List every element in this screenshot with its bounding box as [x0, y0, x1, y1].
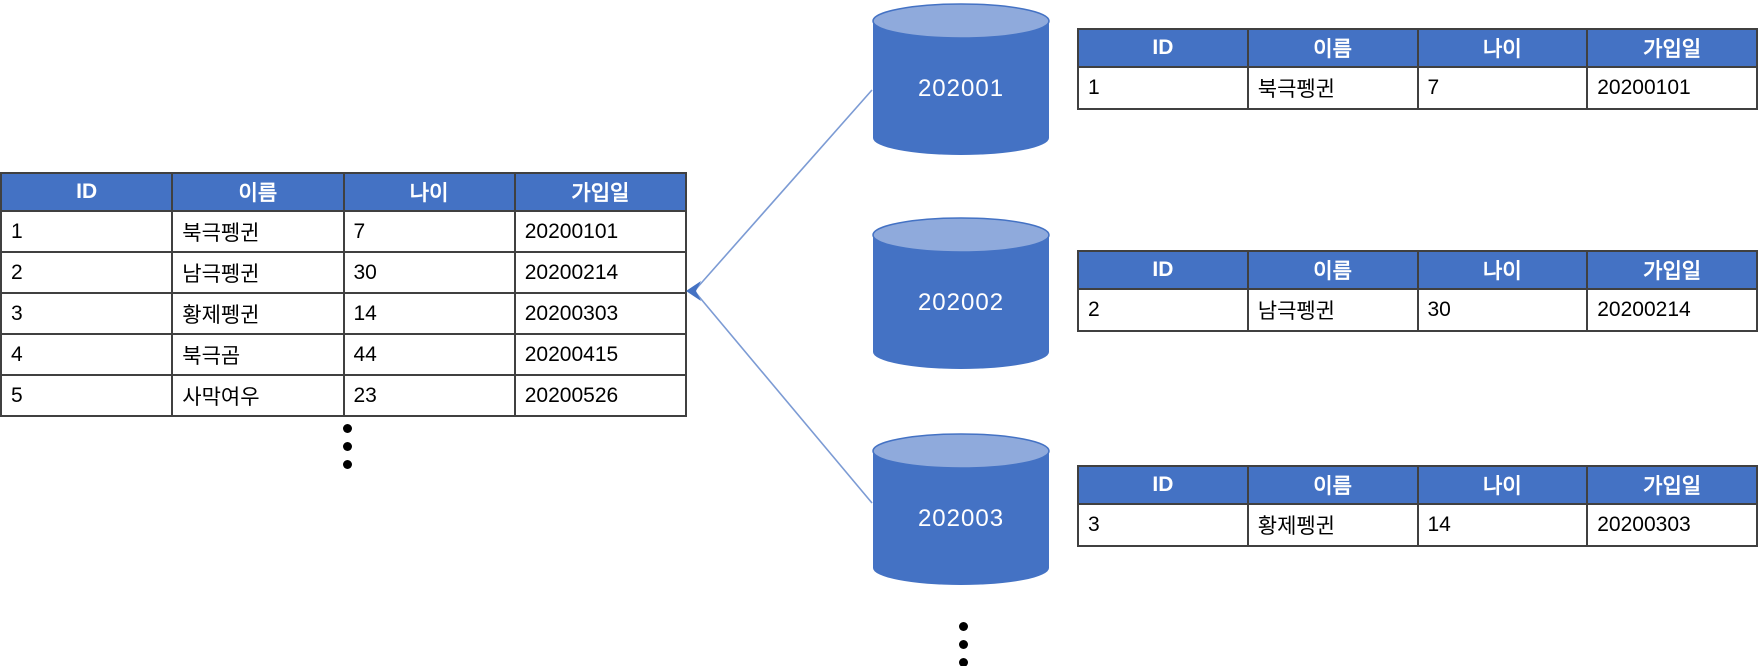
- cylinder-shape-icon: [872, 3, 1050, 155]
- table-cell: 2: [1077, 288, 1249, 332]
- table-row: 5 사막여우 23 20200526: [0, 374, 688, 417]
- table-cell: 20200303: [1586, 503, 1758, 547]
- column-header-join: 가입일: [513, 172, 688, 212]
- ellipsis-dot: [343, 460, 352, 469]
- table-cell: 23: [342, 374, 516, 417]
- shard-label: 202002: [917, 288, 1005, 316]
- ellipsis-dot: [959, 658, 968, 666]
- table-cell: 남극펭귄: [1246, 288, 1419, 332]
- ellipsis-dot: [343, 442, 352, 451]
- column-header-join: 가입일: [1586, 250, 1758, 290]
- table-cell: 2: [0, 251, 174, 294]
- header-row: ID 이름 나이 가입일: [1077, 250, 1758, 290]
- table-row: 4 북극곰 44 20200415: [0, 333, 688, 376]
- table-cell: 20200214: [1586, 288, 1758, 332]
- table-cell: 7: [342, 210, 516, 253]
- shard-label: 202003: [917, 504, 1005, 532]
- database-cylinder-202001: 202001: [872, 3, 1050, 156]
- table-row: 2 남극펭귄 30 20200214: [0, 251, 688, 294]
- table-cell: 30: [342, 251, 516, 294]
- shard-table-202002: ID 이름 나이 가입일 2 남극펭귄 30 20200214: [1077, 250, 1758, 332]
- column-header-age: 나이: [1416, 465, 1589, 505]
- table-cell: 북극펭귄: [1246, 66, 1419, 110]
- table-cell: 3: [1077, 503, 1249, 547]
- table-cell: 황제펭귄: [171, 292, 345, 335]
- table-cell: 20200214: [513, 251, 688, 294]
- column-header-id: ID: [1077, 28, 1249, 68]
- shard-table-202001: ID 이름 나이 가입일 1 북극펭귄 7 20200101: [1077, 28, 1758, 110]
- table-cell: 북극펭귄: [171, 210, 345, 253]
- table-cell: 14: [1416, 503, 1589, 547]
- table-cell: 5: [0, 374, 174, 417]
- table-cell: 북극곰: [171, 333, 345, 376]
- table-row: 2 남극펭귄 30 20200214: [1077, 288, 1758, 332]
- column-header-age: 나이: [1416, 28, 1589, 68]
- ellipsis-dot: [959, 622, 968, 631]
- column-header-join: 가입일: [1586, 28, 1758, 68]
- arrowhead-icon: [686, 281, 701, 301]
- table-cell: 남극펭귄: [171, 251, 345, 294]
- table-row: 1 북극펭귄 7 20200101: [1077, 66, 1758, 110]
- table-cell: 1: [0, 210, 174, 253]
- table-row: 3 황제펭귄 14 20200303: [0, 292, 688, 335]
- shard-label: 202001: [917, 74, 1005, 102]
- column-header-name: 이름: [1246, 465, 1419, 505]
- table-cell: 20200415: [513, 333, 688, 376]
- cylinder-shape-icon: [872, 217, 1050, 369]
- header-row: ID 이름 나이 가입일: [0, 172, 688, 212]
- column-header-id: ID: [0, 172, 174, 212]
- column-header-id: ID: [1077, 465, 1249, 505]
- main-table: ID 이름 나이 가입일 1 북극펭귄 7 20200101 2 남극펭귄 30…: [0, 172, 688, 417]
- column-header-name: 이름: [1246, 250, 1419, 290]
- table-row: 3 황제펭귄 14 20200303: [1077, 503, 1758, 547]
- table-cell: 황제펭귄: [1246, 503, 1419, 547]
- table-cell: 44: [342, 333, 516, 376]
- database-cylinder-202003: 202003: [872, 433, 1050, 586]
- connector-line-bottom: [695, 292, 873, 504]
- ellipsis-dot: [343, 424, 352, 433]
- column-header-age: 나이: [342, 172, 516, 212]
- table-cell: 4: [0, 333, 174, 376]
- table-cell: 1: [1077, 66, 1249, 110]
- column-header-name: 이름: [171, 172, 345, 212]
- column-header-id: ID: [1077, 250, 1249, 290]
- header-row: ID 이름 나이 가입일: [1077, 28, 1758, 68]
- column-header-join: 가입일: [1586, 465, 1758, 505]
- shard-table-202003: ID 이름 나이 가입일 3 황제펭귄 14 20200303: [1077, 465, 1758, 547]
- connector-line-top: [695, 89, 873, 290]
- table-cell: 20200303: [513, 292, 688, 335]
- header-row: ID 이름 나이 가입일: [1077, 465, 1758, 505]
- table-row: 1 북극펭귄 7 20200101: [0, 210, 688, 253]
- table-cell: 30: [1416, 288, 1589, 332]
- table-cell: 20200101: [513, 210, 688, 253]
- column-header-age: 나이: [1416, 250, 1589, 290]
- ellipsis-dot: [959, 640, 968, 649]
- cylinder-shape-icon: [872, 433, 1050, 585]
- table-cell: 3: [0, 292, 174, 335]
- table-cell: 7: [1416, 66, 1589, 110]
- database-cylinder-202002: 202002: [872, 217, 1050, 370]
- table-cell: 사막여우: [171, 374, 345, 417]
- table-cell: 20200526: [513, 374, 688, 417]
- column-header-name: 이름: [1246, 28, 1419, 68]
- table-cell: 20200101: [1586, 66, 1758, 110]
- fan-out-connector: [686, 89, 873, 504]
- table-cell: 14: [342, 292, 516, 335]
